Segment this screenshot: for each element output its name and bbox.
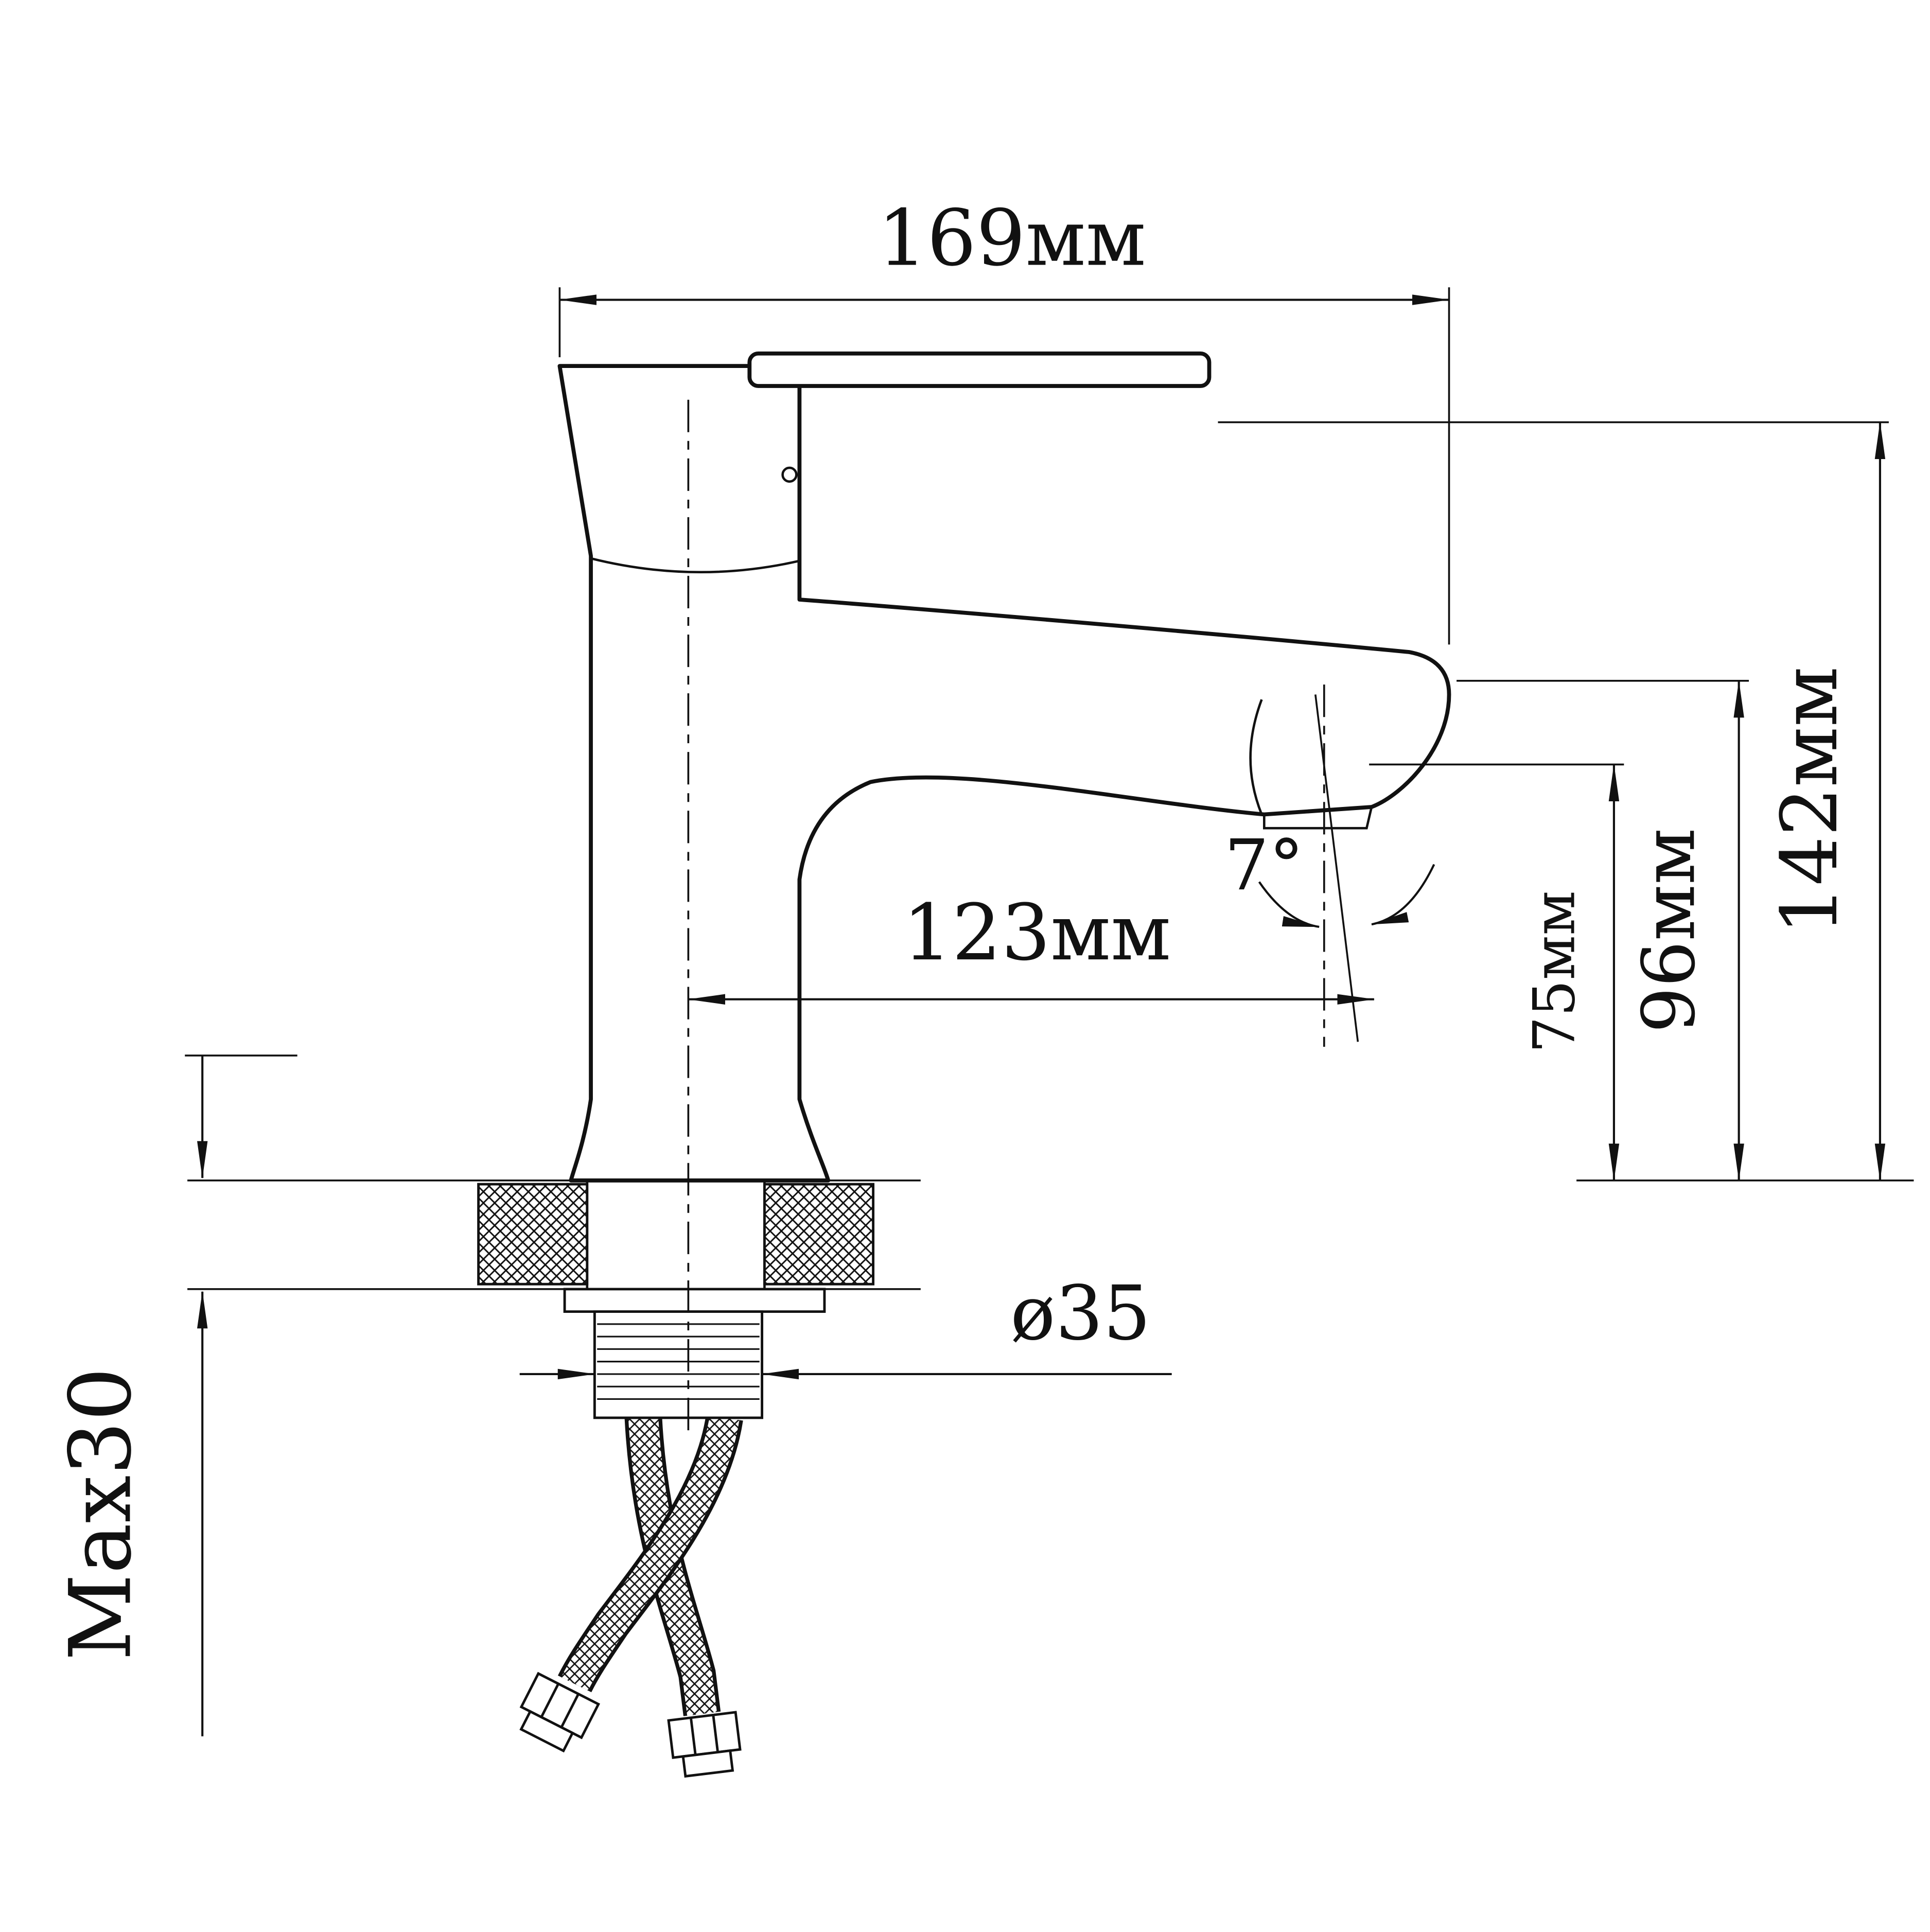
dim-hole-diameter: ø35 bbox=[519, 1270, 1172, 1380]
locknut-flange bbox=[563, 1288, 826, 1313]
set-screw bbox=[781, 466, 798, 483]
hose-nut-a bbox=[667, 1711, 742, 1778]
mounting-hardware bbox=[477, 1180, 875, 1419]
dim-spout-reach: 123мм bbox=[688, 888, 1375, 1005]
dim-overall-width-label: 169мм bbox=[878, 194, 1146, 284]
angle-arrow-right bbox=[1371, 864, 1435, 926]
dim-total-height: 142мм bbox=[1218, 421, 1914, 1182]
threaded-shank bbox=[593, 1310, 764, 1419]
knurled-washer-right bbox=[763, 1183, 875, 1286]
dim-max-deck-thickness-label: Max30 bbox=[51, 1367, 150, 1661]
faucet-body bbox=[557, 352, 1451, 1183]
dim-spout-height-label: 96мм bbox=[1627, 828, 1711, 1033]
aerator-outlet bbox=[1263, 806, 1373, 830]
angle-annotation: 7° bbox=[1224, 694, 1435, 1042]
dim-max-deck-thickness: Max30 bbox=[51, 1055, 297, 1736]
faucet-outline bbox=[557, 364, 1451, 1183]
centerlines bbox=[687, 399, 1325, 1431]
dim-outlet-height: 75мм bbox=[1369, 763, 1624, 1181]
thread-lines bbox=[597, 1323, 760, 1400]
faucet-handle-lever bbox=[747, 352, 1212, 388]
head-seam-line bbox=[590, 557, 800, 574]
dim-spout-top-height: 96мм bbox=[1457, 679, 1749, 1181]
dim-hole-diameter-label: ø35 bbox=[1010, 1270, 1151, 1357]
dim-spout-reach-label: 123мм bbox=[903, 888, 1171, 978]
dim-overall-width: 169мм bbox=[558, 194, 1450, 645]
spout-angle-label: 7° bbox=[1224, 825, 1304, 906]
column-through-counter bbox=[587, 1180, 765, 1289]
angle-arrow-left bbox=[1258, 881, 1320, 928]
supply-hose-right-braid bbox=[561, 1415, 740, 1691]
angle-slant-line bbox=[1314, 694, 1359, 1042]
hose-nut-b bbox=[519, 1672, 601, 1753]
dim-outlet-height-label: 75мм bbox=[1521, 890, 1588, 1053]
knurled-washer-left bbox=[477, 1183, 589, 1286]
aerator-inner-arc bbox=[1249, 699, 1263, 815]
supply-hoses bbox=[519, 1414, 743, 1778]
dim-total-height-label: 142мм bbox=[1765, 666, 1855, 935]
